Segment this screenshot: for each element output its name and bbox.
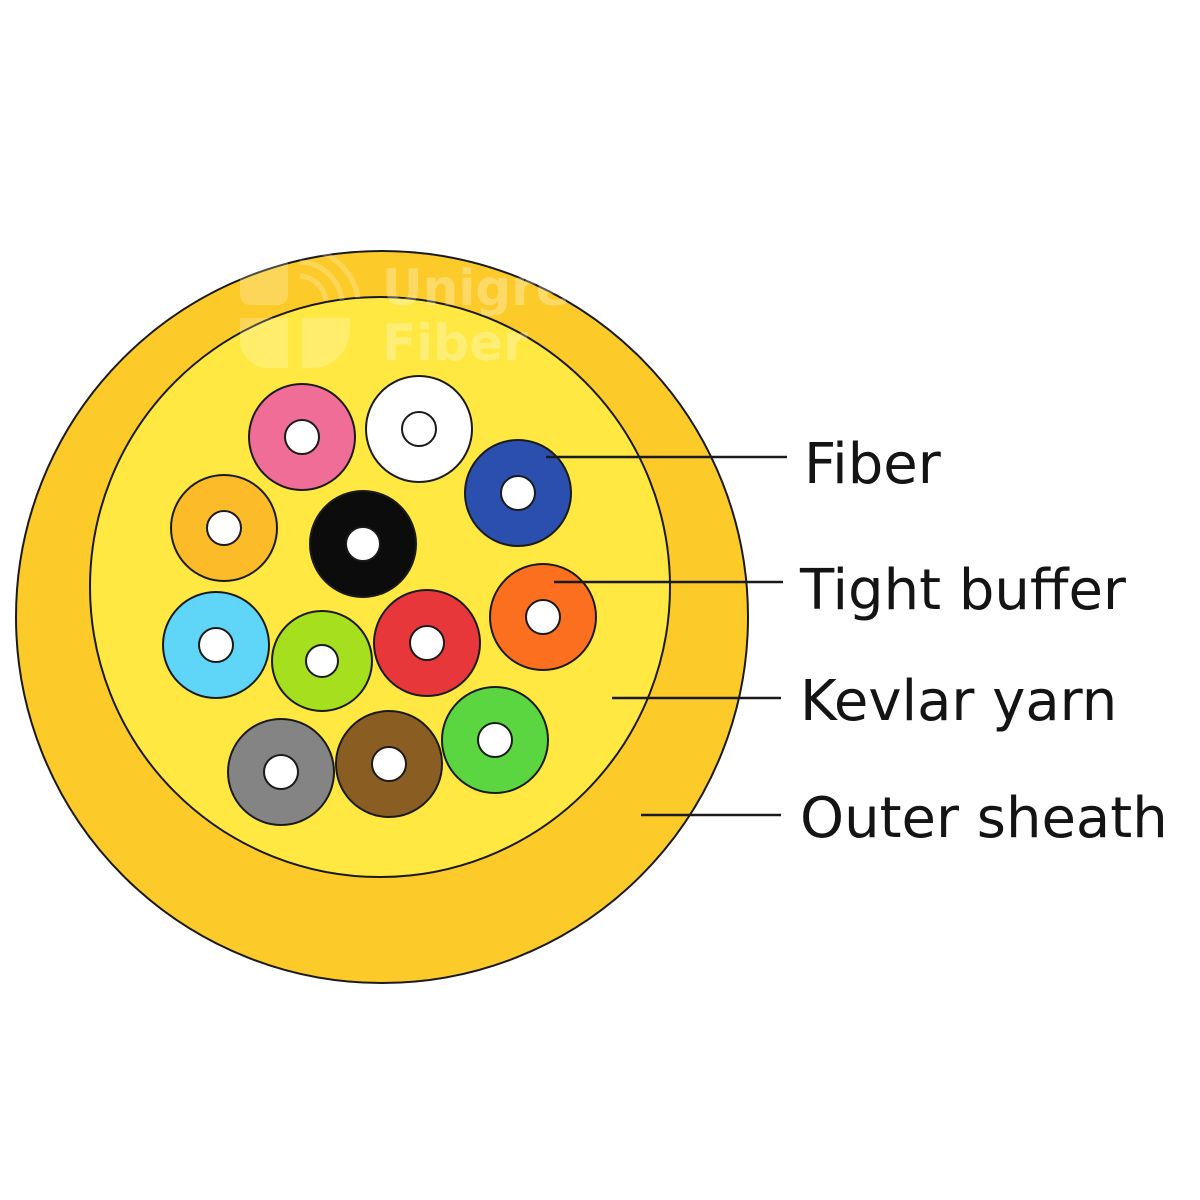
fiber-core: [525, 599, 561, 635]
fiber-core: [401, 411, 437, 447]
label-kevlar-yarn: Kevlar yarn: [800, 669, 1117, 734]
fiber-core: [409, 625, 445, 661]
watermark-logo: Unigreat Fiber: [240, 245, 627, 372]
fiber-blue: [464, 439, 572, 547]
label-outer-sheath: Outer sheath: [800, 786, 1168, 851]
fiber-white: [365, 375, 473, 483]
fiber-orange: [489, 563, 597, 671]
fiber-bundle: [162, 375, 597, 826]
fiber-core: [500, 475, 536, 511]
watermark-leaf-icon: [240, 245, 361, 368]
fiber-green: [441, 686, 549, 794]
fiber-red: [373, 589, 481, 697]
fiber-core: [198, 627, 234, 663]
callout-labels: Fiber Tight buffer Kevlar yarn Outer she…: [799, 432, 1168, 851]
fiber-black: [309, 490, 417, 598]
watermark-line-2: Fiber: [382, 314, 528, 372]
fiber-core: [284, 419, 320, 455]
fiber-lime: [271, 610, 373, 712]
fiber-brown: [335, 710, 443, 818]
label-tight-buffer: Tight buffer: [799, 558, 1127, 623]
fiber-gray: [227, 718, 335, 826]
fiber-core: [305, 644, 339, 678]
fiber-core: [345, 526, 381, 562]
fiber-pink: [248, 383, 356, 491]
watermark-line-1: Unigreat: [382, 259, 627, 317]
fiber-core: [371, 746, 407, 782]
leader-lines: [546, 455, 787, 817]
label-fiber: Fiber: [804, 432, 942, 497]
fiber-core: [206, 510, 242, 546]
fiber-core: [477, 722, 513, 758]
fiber-aqua: [162, 591, 270, 699]
fiber-core: [263, 754, 299, 790]
fiber-amber: [170, 474, 278, 582]
